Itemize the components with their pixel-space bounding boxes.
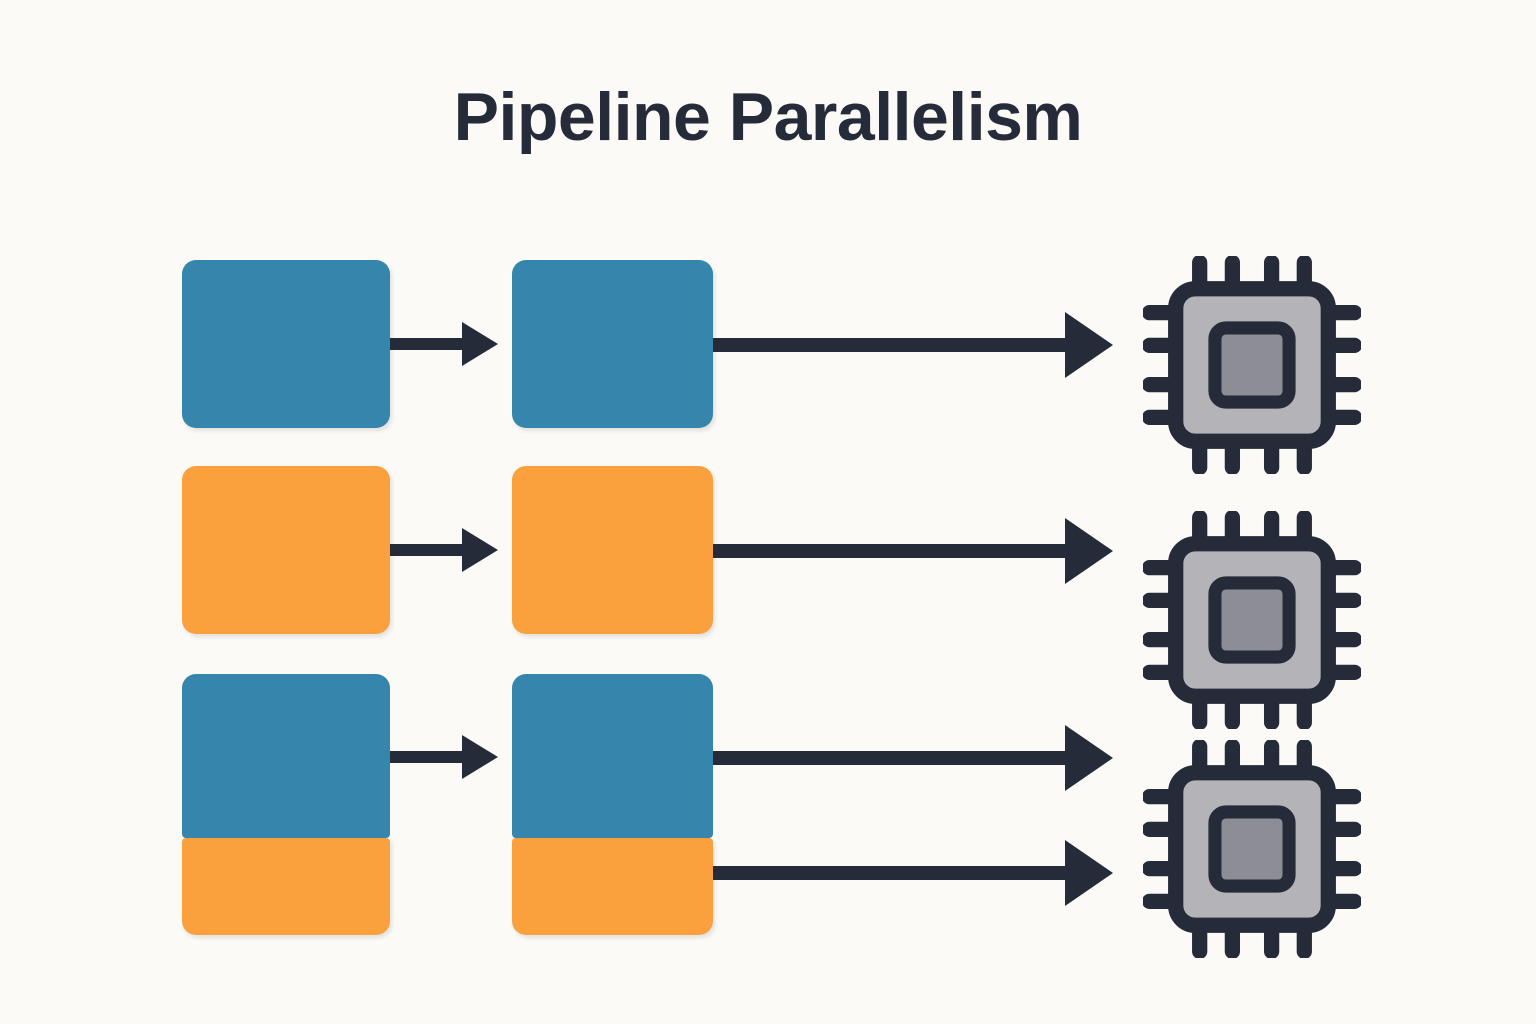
stage-box-3-2-orange-segment	[512, 838, 713, 935]
cpu-chip-icon-3	[1143, 740, 1361, 958]
stage-box-2-1	[182, 466, 390, 634]
stage-box-3-2-blue-segment	[512, 674, 713, 838]
stage-box-2-2	[512, 466, 713, 634]
stage-box-3-1-orange-segment	[182, 838, 390, 935]
page-title: Pipeline Parallelism	[453, 79, 1083, 155]
stage-box-1-1	[182, 260, 390, 428]
arrow-stage2-to-device-row3-upper	[713, 725, 1113, 791]
arrow-stage1-to-stage2-row1	[390, 322, 498, 366]
stage-box-3-1-blue-segment	[182, 674, 390, 838]
arrow-stage1-to-stage2-row3	[390, 735, 498, 779]
arrow-stage2-to-device-row3-lower	[713, 840, 1113, 906]
cpu-chip-icon-1	[1143, 256, 1361, 474]
cpu-chip-icon-2	[1143, 511, 1361, 729]
arrow-stage2-to-device-row1	[713, 312, 1113, 378]
arrow-stage2-to-device-row2	[713, 518, 1113, 584]
stage-box-1-2	[512, 260, 713, 428]
arrow-stage1-to-stage2-row2	[390, 528, 498, 572]
